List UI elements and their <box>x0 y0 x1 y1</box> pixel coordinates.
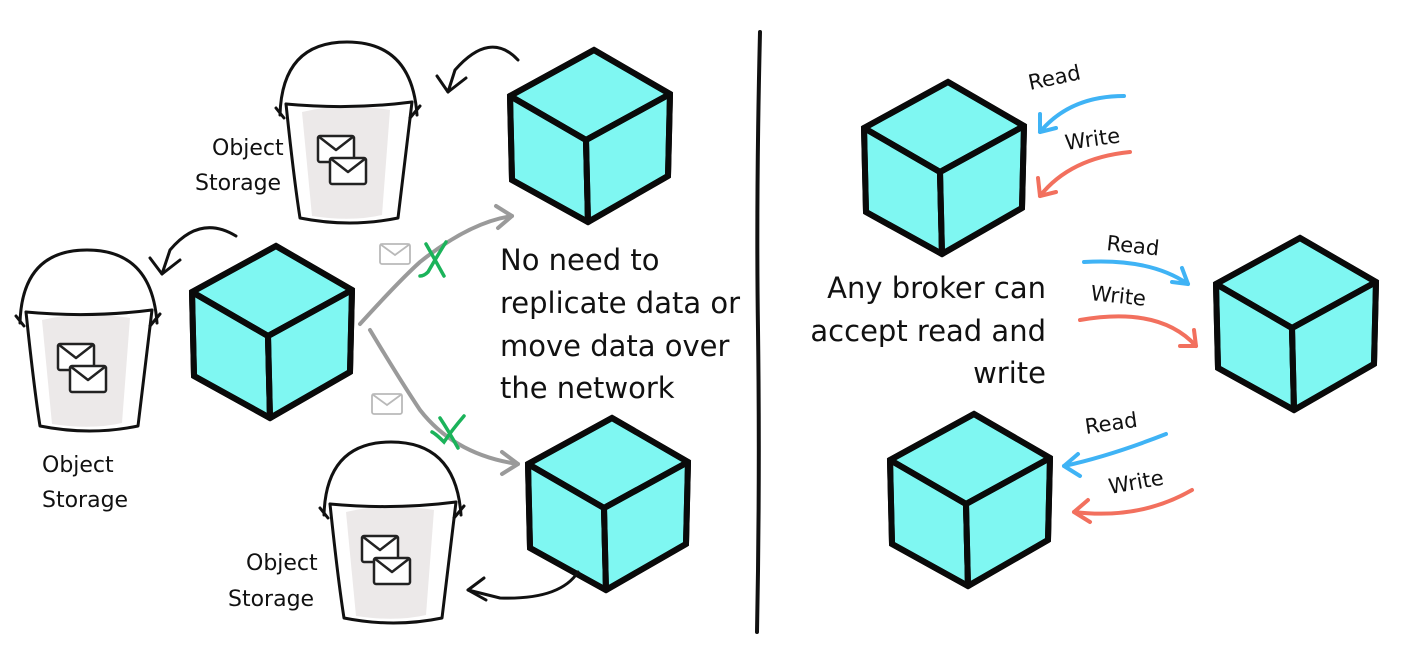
offload-arrow-top <box>446 45 520 94</box>
bucket-label-top-line2: Storage <box>195 171 281 196</box>
cube-icon <box>528 418 688 590</box>
replication-arrow-up <box>358 214 514 326</box>
read-label: Read <box>1083 408 1139 439</box>
read-arrow <box>1062 432 1168 468</box>
x-mark-icon <box>430 414 466 450</box>
replication-arrow-down <box>368 328 520 466</box>
offload-arrow-bottom <box>466 570 580 600</box>
bucket-label-left-line2: Storage <box>42 488 128 513</box>
panel-divider <box>755 30 762 634</box>
read-arrowhead <box>1170 266 1190 286</box>
left-note: No need to replicate data or move data o… <box>500 243 740 405</box>
read-label: Read <box>1105 231 1160 260</box>
left-note-line: the network <box>500 371 675 405</box>
write-arrowhead <box>1036 176 1058 198</box>
cube-icon <box>864 82 1024 254</box>
replication-arrowhead-up <box>494 204 514 230</box>
offload-arrowhead-top <box>435 74 468 94</box>
right-note-line: accept read and <box>810 314 1046 348</box>
read-arrowhead <box>1062 452 1082 478</box>
write-arrow <box>1072 488 1194 516</box>
left-panel: Object Storage Object Storage Object Sto… <box>14 40 740 625</box>
offload-arrowhead-left <box>148 256 182 276</box>
write-label: Write <box>1063 123 1121 154</box>
envelope-icon <box>379 243 411 265</box>
bucket-label-bottom-line2: Storage <box>228 587 314 612</box>
replication-arrowhead-down <box>500 450 520 476</box>
right-note: Any broker can accept read and write <box>810 271 1046 390</box>
write-arrowhead <box>1178 328 1198 348</box>
cube-icon <box>1216 238 1376 410</box>
cube-icon <box>890 414 1050 586</box>
offload-arrowhead-bottom <box>466 576 488 602</box>
write-arrow <box>1078 314 1198 348</box>
bucket-label-left-line1: Object <box>42 453 114 478</box>
envelope-icon <box>371 393 403 415</box>
read-arrowhead <box>1038 112 1058 134</box>
bucket-icon <box>274 40 422 225</box>
bucket-icon <box>318 440 466 625</box>
read-arrow <box>1082 259 1190 286</box>
offload-arrow-left <box>160 226 238 276</box>
read-arrow <box>1038 94 1126 134</box>
bucket-icon <box>14 248 162 433</box>
left-note-line: No need to <box>500 243 659 277</box>
write-label: Write <box>1107 466 1166 499</box>
cube-icon <box>510 50 670 222</box>
write-arrowhead <box>1072 498 1092 524</box>
write-label: Write <box>1089 281 1147 311</box>
left-note-line: move data over <box>500 329 730 363</box>
read-label: Read <box>1026 60 1083 94</box>
left-note-line: replicate data or <box>500 286 740 320</box>
bucket-label-top-line1: Object <box>212 136 284 161</box>
right-note-line: write <box>973 356 1046 390</box>
x-mark-icon <box>418 240 448 278</box>
bucket-label-bottom-line1: Object <box>246 551 318 576</box>
cube-icon <box>192 246 352 418</box>
right-panel: Read Write Any broker can accept read an… <box>810 60 1376 586</box>
right-note-line: Any broker can <box>827 271 1046 305</box>
write-arrow <box>1038 150 1132 198</box>
